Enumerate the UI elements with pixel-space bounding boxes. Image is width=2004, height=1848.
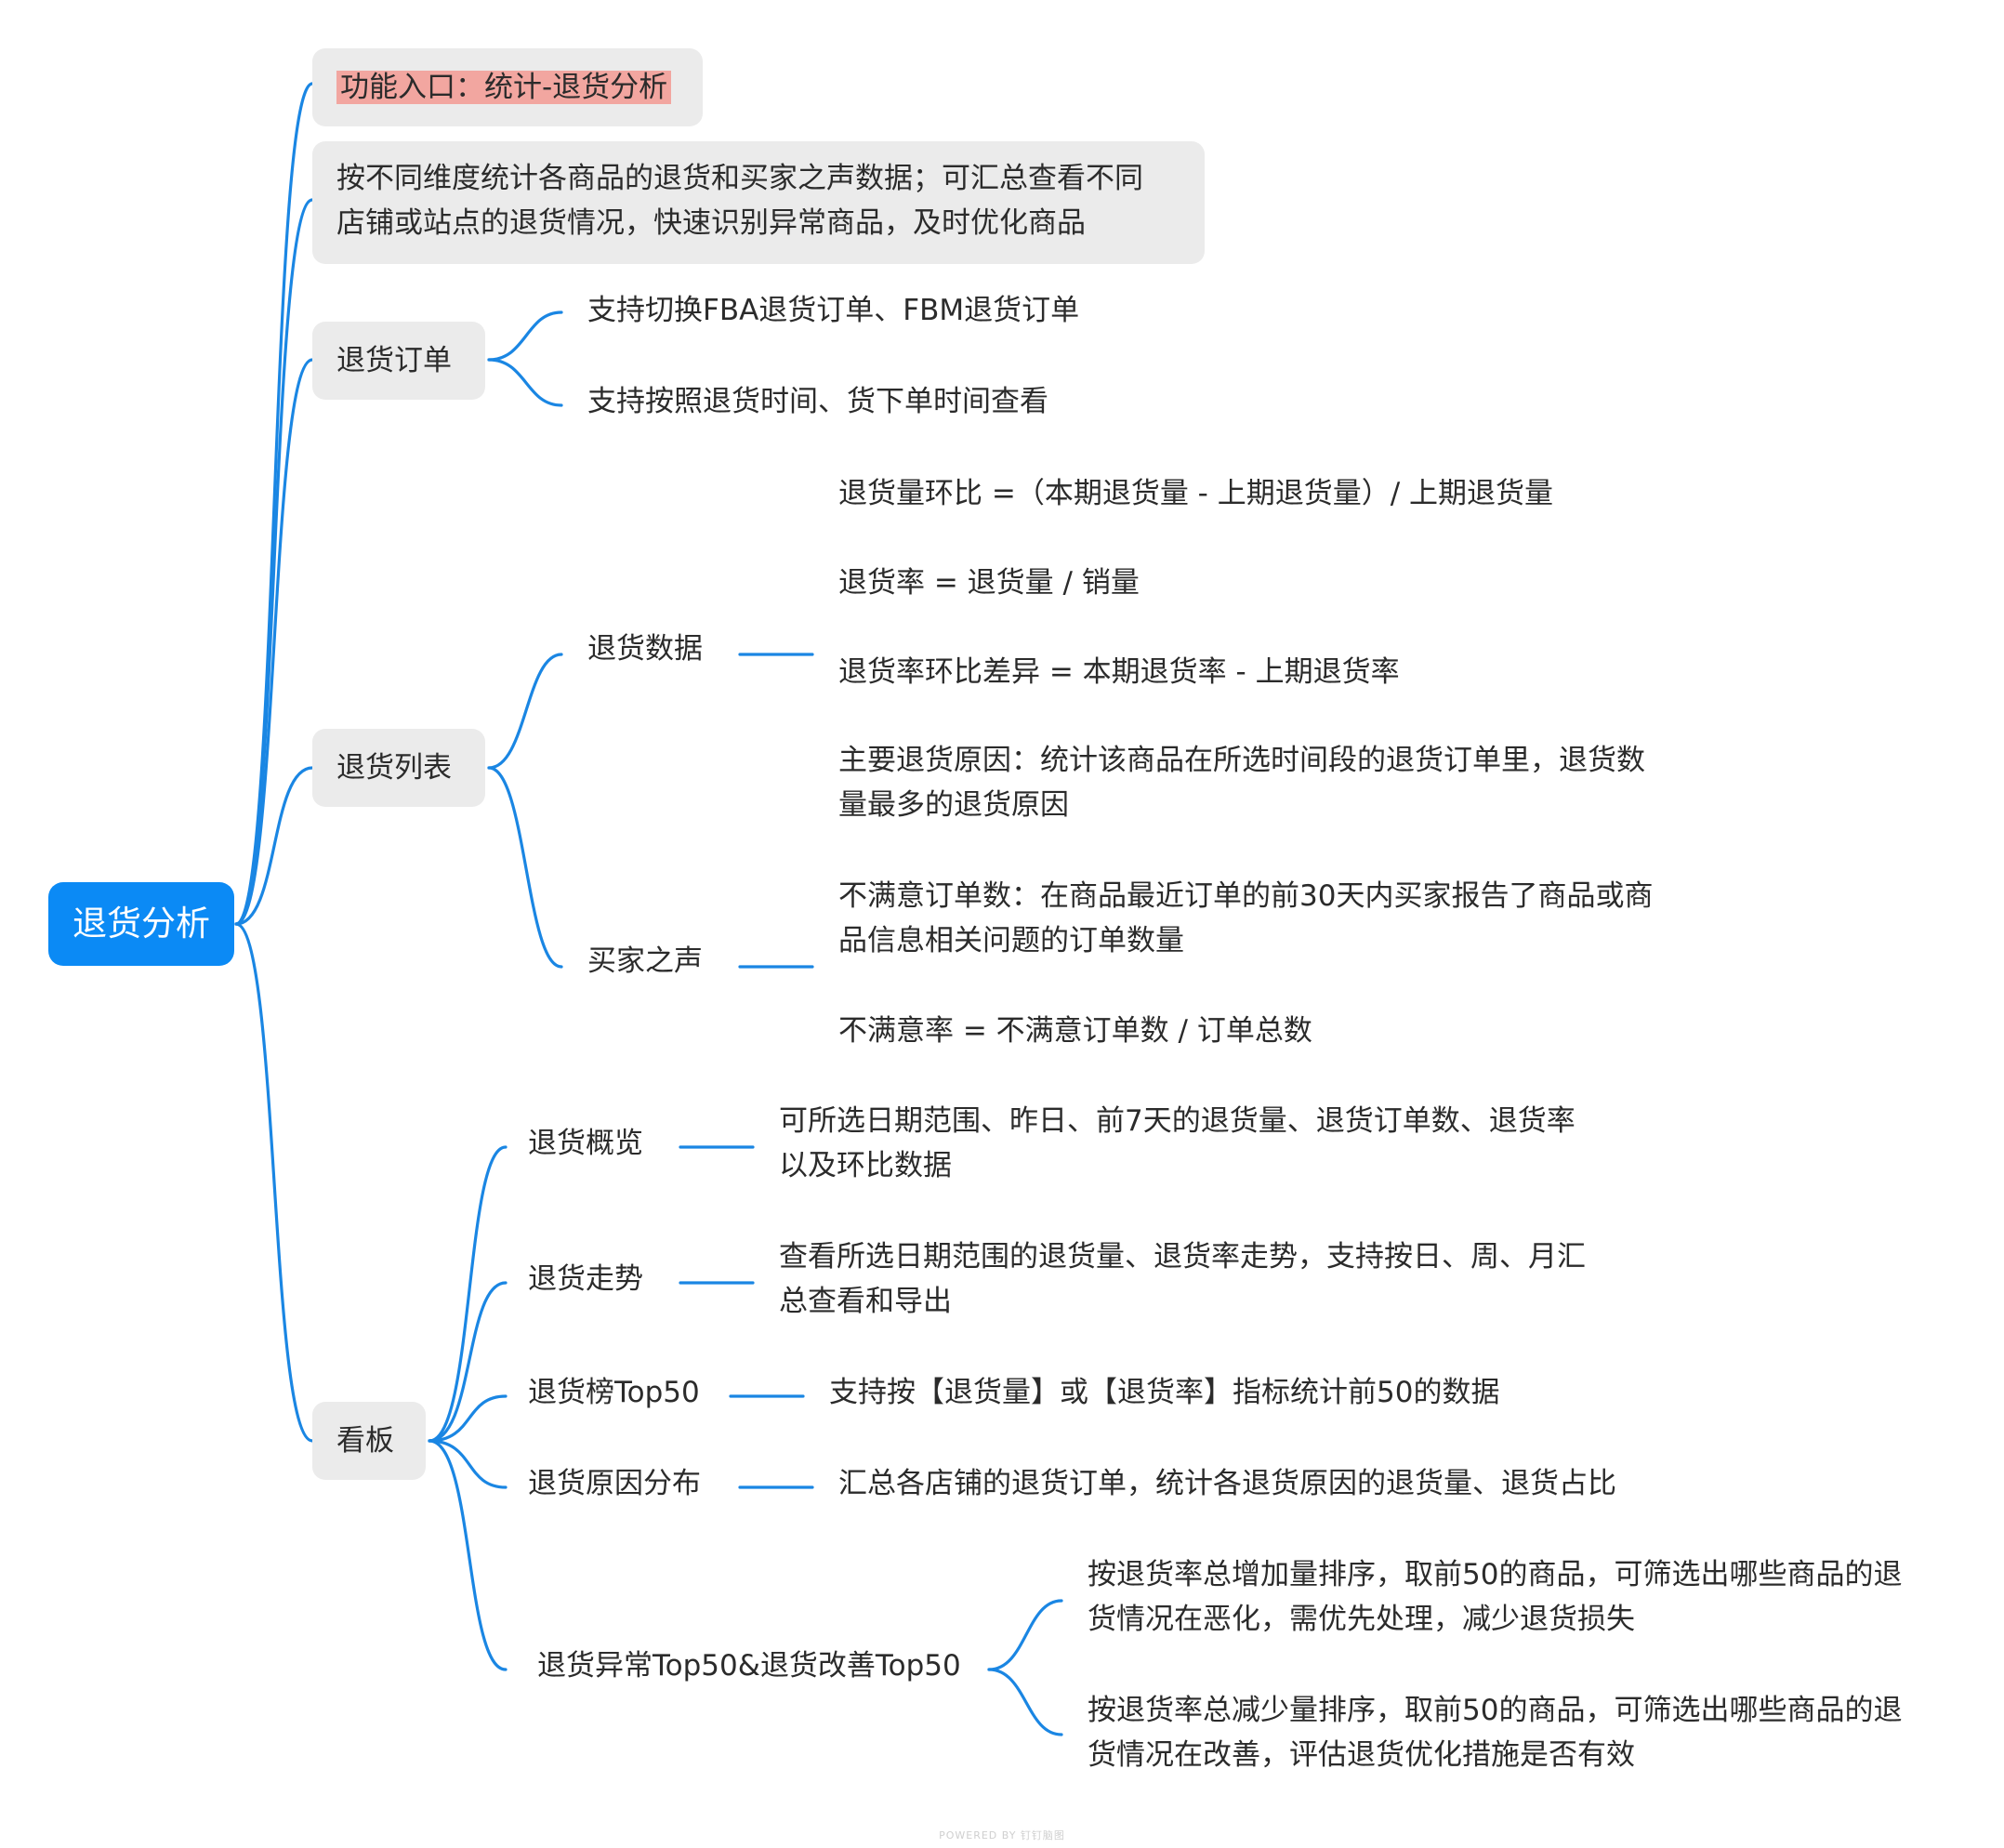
link-root-orders (234, 358, 314, 926)
link-root-board (234, 922, 314, 1443)
return-data-node[interactable]: 退货数据 (587, 632, 703, 666)
link-abnormal-2 (987, 1668, 1063, 1736)
abnormal-node[interactable]: 退货异常Top50&退货改善Top50 (537, 1649, 961, 1683)
link-root-intro (234, 198, 314, 926)
powered-by-footer: POWERED BY 钉钉脑图 (939, 1829, 1065, 1841)
dissatisfied-orders-item[interactable]: 不满意订单数：在商品最近订单的前30天内买家报告了商品或商 品信息相关问题的订单… (838, 874, 1653, 963)
link-orders-2 (487, 358, 563, 407)
abnormal-item-2-line-1: 按退货率总减少量排序，取前50的商品，可筛选出哪些商品的退 (1088, 1694, 1903, 1727)
return-reason-line-1: 主要退货原因：统计该商品在所选时间段的退货订单里，退货数 (838, 744, 1645, 777)
dissatisfied-line-2: 品信息相关问题的订单数量 (838, 924, 1184, 957)
abnormal-item-2-line-2: 货情况在改善，评估退货优化措施是否有效 (1088, 1738, 1635, 1772)
board-node[interactable]: 看板 (312, 1402, 426, 1480)
link-board-trend (428, 1281, 508, 1443)
overview-desc[interactable]: 可所选日期范围、昨日、前7天的退货量、退货订单数、退货率 以及环比数据 (779, 1099, 1576, 1188)
list-node[interactable]: 退货列表 (312, 729, 485, 807)
abnormal-item-1-line-1: 按退货率总增加量排序，取前50的商品，可筛选出哪些商品的退 (1088, 1558, 1903, 1591)
link-list-voice (487, 766, 563, 969)
link-root-entry (234, 82, 314, 926)
orders-node[interactable]: 退货订单 (312, 322, 485, 400)
trend-desc[interactable]: 查看所选日期范围的退货量、退货率走势，支持按日、周、月汇 总查看和导出 (779, 1234, 1586, 1324)
overview-node[interactable]: 退货概览 (528, 1127, 643, 1160)
link-board-abnormal (428, 1439, 508, 1671)
link-orders-1 (487, 310, 563, 362)
top50-desc[interactable]: 支持按【退货量】或【退货率】指标统计前50的数据 (829, 1376, 1500, 1409)
trend-node[interactable]: 退货走势 (528, 1262, 643, 1296)
abnormal-item-2[interactable]: 按退货率总减少量排序，取前50的商品，可筛选出哪些商品的退 货情况在改善，评估退… (1088, 1688, 1902, 1777)
top50-node[interactable]: 退货榜Top50 (528, 1376, 700, 1409)
link-list-data (487, 653, 563, 770)
dissatisfied-rate-item[interactable]: 不满意率 = 不满意订单数 / 订单总数 (838, 1014, 1312, 1048)
buyer-voice-node[interactable]: 买家之声 (587, 944, 703, 978)
reasons-node[interactable]: 退货原因分布 (528, 1467, 701, 1500)
orders-item-1[interactable]: 支持切换FBA退货订单、FBM退货订单 (587, 294, 1080, 327)
return-data-item-1[interactable]: 退货量环比 =（本期退货量 - 上期退货量）/ 上期退货量 (838, 477, 1554, 510)
link-board-overview (428, 1145, 508, 1443)
orders-item-2[interactable]: 支持按照退货时间、货下单时间查看 (587, 385, 1048, 418)
trend-line-2: 总查看和导出 (779, 1285, 952, 1318)
reasons-desc[interactable]: 汇总各店铺的退货订单，统计各退货原因的退货量、退货占比 (838, 1467, 1616, 1500)
dissatisfied-line-1: 不满意订单数：在商品最近订单的前30天内买家报告了商品或商 (838, 879, 1654, 913)
abnormal-item-1-line-2: 货情况在恶化，需优先处理，减少退货损失 (1088, 1603, 1635, 1636)
return-reason-item[interactable]: 主要退货原因：统计该商品在所选时间段的退货订单里，退货数 量最多的退货原因 (838, 738, 1645, 827)
link-abnormal-1 (987, 1599, 1063, 1671)
link-root-list (234, 766, 314, 926)
abnormal-item-1[interactable]: 按退货率总增加量排序，取前50的商品，可筛选出哪些商品的退 货情况在恶化，需优先… (1088, 1552, 1902, 1642)
intro-line-1: 按不同维度统计各商品的退货和买家之声数据；可汇总查看不同 (336, 162, 1143, 195)
overview-line-2: 以及环比数据 (779, 1149, 952, 1182)
overview-line-1: 可所选日期范围、昨日、前7天的退货量、退货订单数、退货率 (779, 1104, 1576, 1138)
root-node[interactable]: 退货分析 (48, 882, 234, 966)
link-board-reasons (428, 1439, 508, 1489)
return-data-item-3[interactable]: 退货率环比差异 = 本期退货率 - 上期退货率 (838, 655, 1400, 689)
link-board-top50 (428, 1394, 508, 1443)
return-reason-line-2: 量最多的退货原因 (838, 788, 1069, 822)
trend-line-1: 查看所选日期范围的退货量、退货率走势，支持按日、周、月汇 (779, 1240, 1586, 1274)
intro-line-2: 店铺或站点的退货情况，快速识别异常商品，及时优化商品 (336, 206, 1086, 240)
return-data-item-2[interactable]: 退货率 = 退货量 / 销量 (838, 566, 1140, 600)
entry-node[interactable]: 功能入口：统计-退货分析 (312, 48, 703, 126)
intro-node[interactable]: 按不同维度统计各商品的退货和买家之声数据；可汇总查看不同 店铺或站点的退货情况，… (312, 141, 1205, 264)
entry-text: 功能入口：统计-退货分析 (336, 71, 672, 104)
